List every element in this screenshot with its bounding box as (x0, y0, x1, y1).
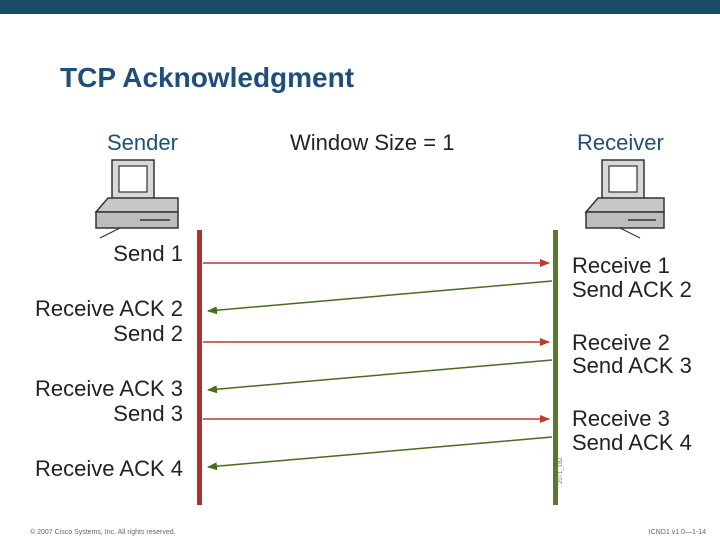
sender-event-receive-ack-3: Receive ACK 3 (35, 376, 183, 401)
slide-number-footer: ICND1 v1.0—1-14 (648, 529, 706, 536)
ack-3-arrow (207, 359, 553, 394)
receiver-timeline (553, 230, 558, 505)
sender-event-receive-ack-2: Receive ACK 2 (35, 296, 183, 321)
slide-title: TCP Acknowledgment (60, 62, 355, 93)
figure-id: 2071_182 (558, 457, 564, 484)
receiver-event-receive-1: Receive 1 (572, 253, 670, 278)
receiver-event-receive-3: Receive 3 (572, 406, 670, 431)
receiver-event-send-ack-2: Send ACK 2 (572, 277, 692, 302)
sender-event-send-2: Send 2 (113, 321, 183, 346)
sender-event-send-1: Send 1 (113, 241, 183, 266)
window-size-label: Window Size = 1 (290, 130, 455, 155)
receiver-event-send-ack-4: Send ACK 4 (572, 430, 692, 455)
receiver-event-send-ack-3: Send ACK 3 (572, 353, 692, 378)
ack-2-arrow (207, 280, 553, 315)
copyright-footer: © 2007 Cisco Systems, Inc. All rights re… (30, 529, 176, 536)
sender-event-receive-ack-4: Receive ACK 4 (35, 456, 183, 481)
ack-4-arrow (207, 436, 553, 471)
receiver-computer-icon (584, 159, 665, 239)
sender-label: Sender (107, 130, 178, 155)
receiver-event-receive-2: Receive 2 (572, 330, 670, 355)
top-bar (0, 0, 720, 14)
sender-timeline (197, 230, 202, 505)
receiver-label: Receiver (577, 130, 664, 155)
sender-computer-icon (94, 159, 179, 239)
sender-event-send-3: Send 3 (113, 401, 183, 426)
